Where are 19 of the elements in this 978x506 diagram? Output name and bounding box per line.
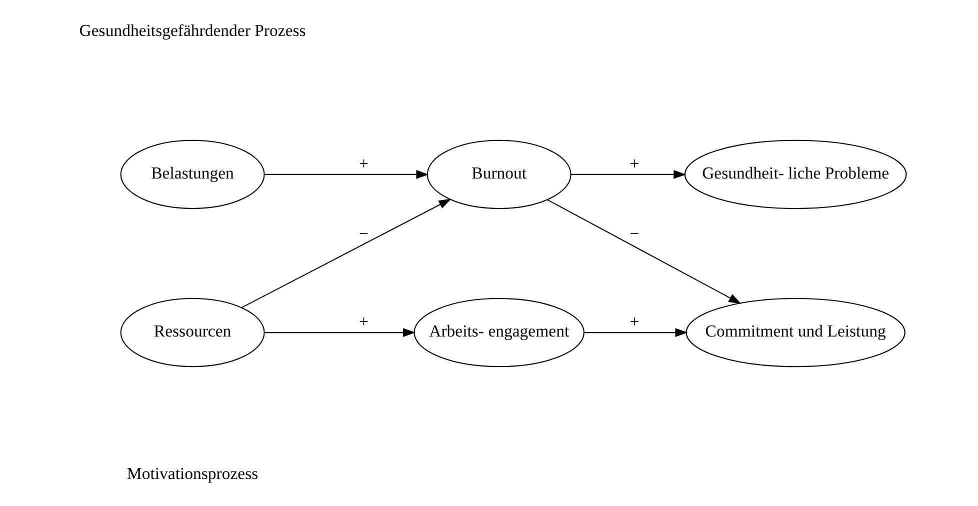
- edge-label: −: [359, 224, 368, 243]
- edge-label: +: [630, 312, 640, 331]
- arrow: [264, 170, 429, 178]
- arrow: [571, 170, 686, 178]
- arrow: [264, 328, 416, 336]
- label: Motivationsprozess: [126, 463, 258, 482]
- arrow: [241, 198, 452, 308]
- edge-label: +: [630, 154, 640, 172]
- node-ellipse: Belastungen: [120, 139, 265, 208]
- node-ellipse: Ressourcen: [120, 298, 265, 367]
- edge-label: +: [359, 154, 368, 172]
- label: Gesundheitsgefährdender Prozess: [79, 20, 306, 40]
- edge-label: −: [630, 224, 640, 243]
- node-ellipse: Gesundheit- liche Probleme: [684, 139, 907, 208]
- arrow: [584, 328, 688, 336]
- node-ellipse: Commitment und Leistung: [686, 298, 906, 367]
- node-ellipse: Arbeits- engagement: [414, 298, 585, 367]
- arrow: [547, 198, 742, 304]
- edge-label: +: [359, 312, 368, 331]
